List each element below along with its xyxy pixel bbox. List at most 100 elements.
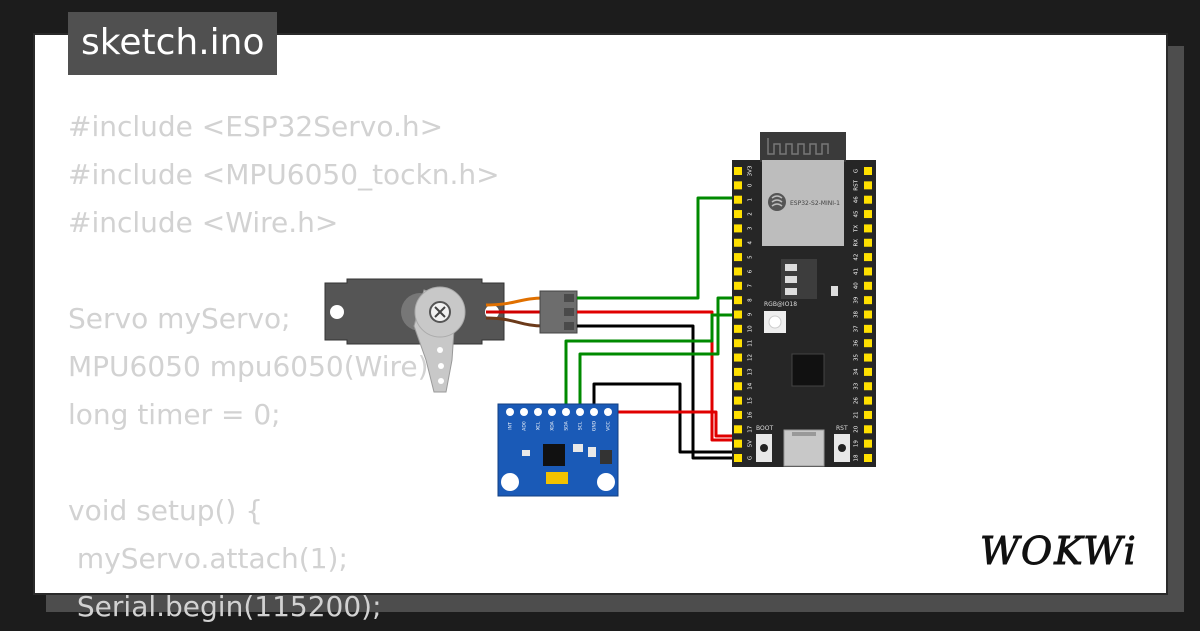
mpu-pin[interactable] — [534, 408, 542, 416]
board-pin[interactable] — [864, 339, 872, 348]
board-pin-label: RST — [854, 179, 860, 190]
code-line: Servo myServo; — [68, 302, 291, 335]
board-pin[interactable] — [734, 454, 742, 462]
board-pin-label: 8 — [748, 298, 754, 302]
chip — [791, 353, 825, 387]
right-pin-header: GRST4645TXRX4241403938373635343326212019… — [854, 167, 872, 462]
board-pin[interactable] — [734, 167, 742, 175]
mpu-pin-label: XDA — [550, 420, 556, 430]
board-pin-label: 9 — [748, 312, 754, 316]
mpu-pin[interactable] — [520, 408, 528, 416]
mpu-pin-label: VCC — [606, 421, 612, 430]
board-pin[interactable] — [864, 296, 872, 305]
mpu-pin-label: INT — [508, 422, 514, 430]
board-pin-label: 34 — [854, 368, 860, 375]
servo-motor[interactable] — [324, 278, 505, 393]
board-pin-label: 36 — [854, 339, 860, 346]
mpu-pin[interactable] — [506, 408, 514, 416]
mpu-pin[interactable] — [562, 408, 570, 416]
board-pin[interactable] — [734, 296, 742, 305]
board-pin[interactable] — [864, 267, 872, 276]
board-pin-label: 17 — [748, 425, 754, 432]
filename-tab[interactable]: sketch.ino — [68, 12, 278, 75]
board-pin[interactable] — [864, 238, 872, 247]
mpu-pin-label: XCL — [536, 421, 542, 430]
board-pin[interactable] — [864, 439, 872, 448]
board-pin[interactable] — [734, 367, 742, 376]
board-pin[interactable] — [734, 238, 742, 247]
code-line: MPU6050 mpu6050(Wire); — [68, 350, 439, 383]
board-pin-label: 5V — [748, 440, 754, 447]
board-pin[interactable] — [864, 281, 872, 290]
board-pin[interactable] — [734, 195, 742, 204]
board-pin-label: 1 — [748, 198, 754, 202]
boot-label: BOOT — [756, 425, 773, 432]
board-pin[interactable] — [734, 382, 742, 391]
board-pin[interactable] — [864, 425, 872, 434]
esp32-s2-board[interactable]: ESP32-S2-MINI-1 RGB@IO18 BOOT RST 3V3012… — [732, 132, 876, 467]
mpu-pin[interactable] — [548, 408, 556, 416]
code-line: void setup() { — [68, 494, 264, 527]
board-pin[interactable] — [864, 382, 872, 391]
board-pin[interactable] — [734, 210, 742, 219]
board-pin[interactable] — [734, 267, 742, 276]
board-pin[interactable] — [864, 210, 872, 219]
board-pin-label: 42 — [854, 254, 860, 261]
wokwi-logo: WOKWi — [980, 529, 1138, 574]
board-pin-label: 41 — [854, 268, 860, 275]
mpu-pin-label: SCL — [578, 421, 584, 430]
code-line: Serial.begin(115200); — [68, 590, 382, 623]
board-pin[interactable] — [734, 353, 742, 362]
board-pin[interactable] — [864, 367, 872, 376]
board-pin[interactable] — [734, 339, 742, 348]
preview-card — [33, 33, 1168, 595]
board-pin[interactable] — [734, 324, 742, 333]
board-pin[interactable] — [734, 439, 742, 448]
board-pin-label: 15 — [748, 397, 754, 404]
mpu-pin[interactable] — [590, 408, 598, 416]
board-pin[interactable] — [734, 281, 742, 290]
mpu-pin[interactable] — [604, 408, 612, 416]
board-pin[interactable] — [864, 224, 872, 233]
board-pin[interactable] — [734, 224, 742, 233]
brand-wordmark: WOKWi — [980, 529, 1138, 573]
board-pin[interactable] — [864, 324, 872, 333]
mpu-pin[interactable] — [576, 408, 584, 416]
board-pin-label: 35 — [854, 354, 860, 361]
board-pin-label: 33 — [854, 382, 860, 389]
board-pin-label: 4 — [748, 241, 754, 245]
board-pin[interactable] — [734, 253, 742, 262]
board-pin-label: 3V3 — [748, 165, 754, 176]
code-line: #include <MPU6050_tockn.h> — [68, 158, 500, 191]
board-pin[interactable] — [734, 410, 742, 419]
board-pin-label: 46 — [854, 196, 860, 203]
module-label: ESP32-S2-MINI-1 — [790, 200, 840, 207]
board-pin[interactable] — [734, 181, 742, 190]
board-pin[interactable] — [864, 310, 872, 319]
board-pin[interactable] — [864, 167, 872, 175]
board-pin[interactable] — [864, 353, 872, 362]
board-pin[interactable] — [864, 454, 872, 462]
board-pin-label: 6 — [748, 269, 754, 273]
board-pin-label: G — [748, 456, 754, 460]
board-pin-label: 2 — [748, 212, 754, 216]
board-pin-label: 21 — [854, 411, 860, 418]
board-pin-label: 19 — [854, 440, 860, 447]
board-pin-label: 20 — [854, 425, 860, 432]
board-pin[interactable] — [864, 181, 872, 190]
servo-connector[interactable] — [539, 290, 578, 334]
board-pin[interactable] — [864, 253, 872, 262]
board-pin[interactable] — [734, 396, 742, 405]
board-pin-label: 10 — [748, 325, 754, 332]
board-pin-label: RX — [854, 239, 860, 247]
board-pin[interactable] — [864, 195, 872, 204]
board-pin[interactable] — [864, 396, 872, 405]
board-pin[interactable] — [864, 410, 872, 419]
board-pin[interactable] — [734, 425, 742, 434]
board-pin-label: 37 — [854, 325, 860, 332]
board-pin[interactable] — [734, 310, 742, 319]
board-pin-label: 40 — [854, 282, 860, 289]
